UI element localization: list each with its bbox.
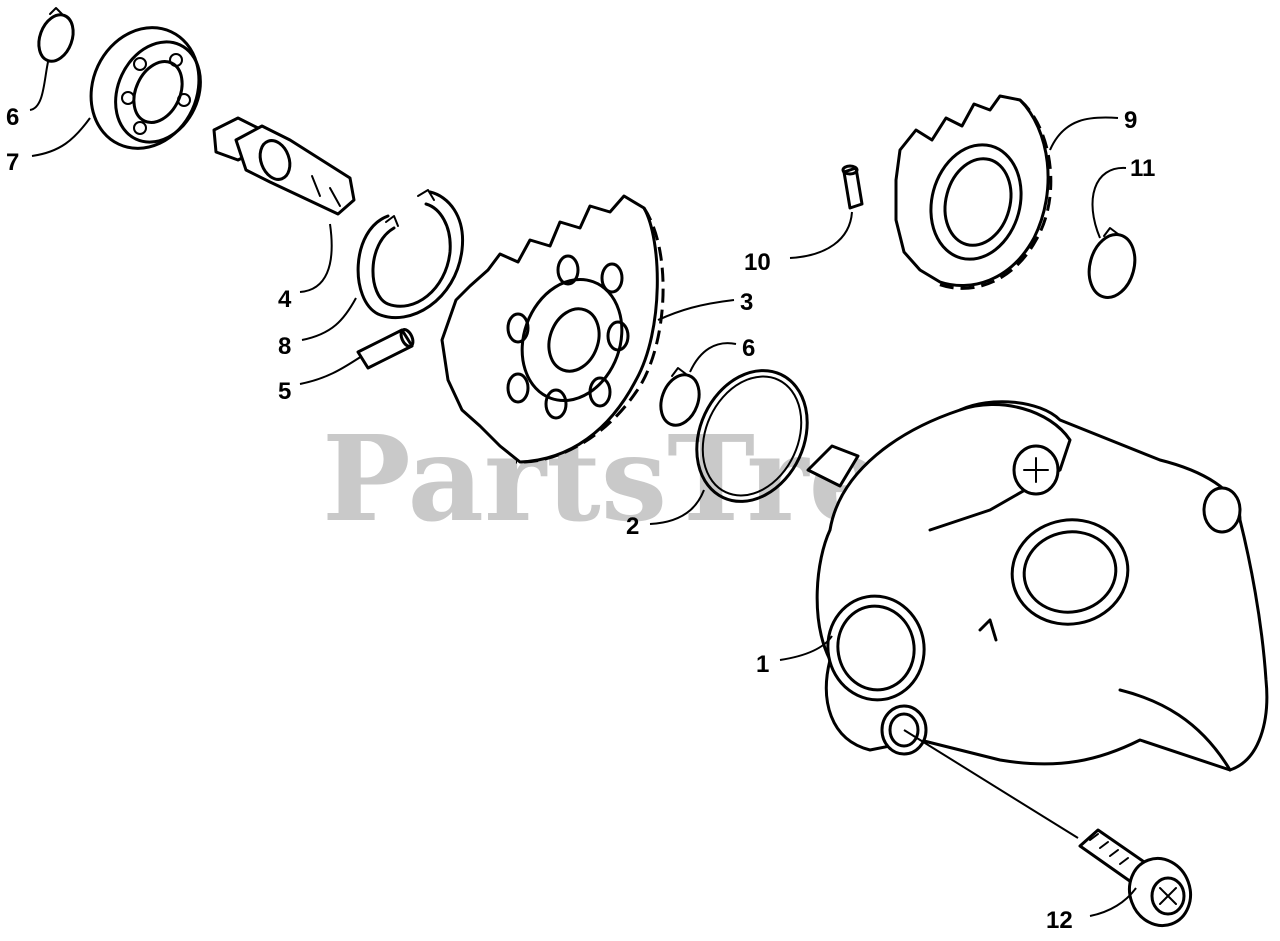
pin-5[interactable]: [356, 328, 415, 370]
screw-12[interactable]: [1078, 828, 1200, 934]
o-ring-2[interactable]: [676, 352, 828, 519]
leader-12: [1089, 887, 1137, 917]
callout-2: 2: [626, 513, 639, 540]
leader-3: [657, 299, 735, 321]
leader-8: [301, 297, 357, 341]
leader-10: [789, 211, 853, 259]
leader-6-top: [29, 61, 49, 111]
leader-11: [1091, 166, 1127, 239]
callout-9: 9: [1124, 107, 1137, 134]
leader-2: [649, 489, 705, 525]
leader-7: [31, 117, 91, 157]
leader-6-middle: [689, 342, 737, 373]
dowel-pin-10[interactable]: [841, 164, 864, 210]
callout-3: 3: [740, 289, 753, 316]
callout-10: 10: [744, 249, 771, 276]
retaining-ring-middle-6[interactable]: [654, 367, 706, 431]
screw-axis-line: [903, 729, 1079, 839]
gear-housing-1[interactable]: [806, 400, 1269, 772]
callout-4: 4: [278, 286, 292, 313]
snap-ring-8[interactable]: [356, 189, 465, 320]
ball-bearing-7[interactable]: [72, 10, 219, 166]
leader-5: [299, 355, 363, 385]
leader-lines: [29, 61, 1137, 917]
retaining-ring-right-11[interactable]: [1082, 227, 1141, 303]
leader-4: [299, 223, 333, 293]
callout-1: 1: [756, 651, 769, 678]
callout-6-middle: 6: [742, 335, 755, 362]
callout-12: 12: [1046, 907, 1073, 934]
drive-gear-9[interactable]: [894, 94, 1053, 290]
gear-3[interactable]: [440, 194, 665, 464]
callout-5: 5: [278, 378, 291, 405]
leader-1: [779, 635, 833, 661]
callout-7: 7: [6, 149, 19, 176]
leader-9: [1049, 116, 1119, 151]
callout-labels: 6 7 4 8 5 3 6 2 10 9 11 1 12: [6, 104, 1155, 934]
callout-6-top: 6: [6, 104, 19, 131]
callout-8: 8: [278, 333, 291, 360]
retaining-ring-top-6[interactable]: [33, 7, 79, 66]
callout-11: 11: [1130, 155, 1155, 182]
shaft-4[interactable]: [212, 116, 356, 216]
